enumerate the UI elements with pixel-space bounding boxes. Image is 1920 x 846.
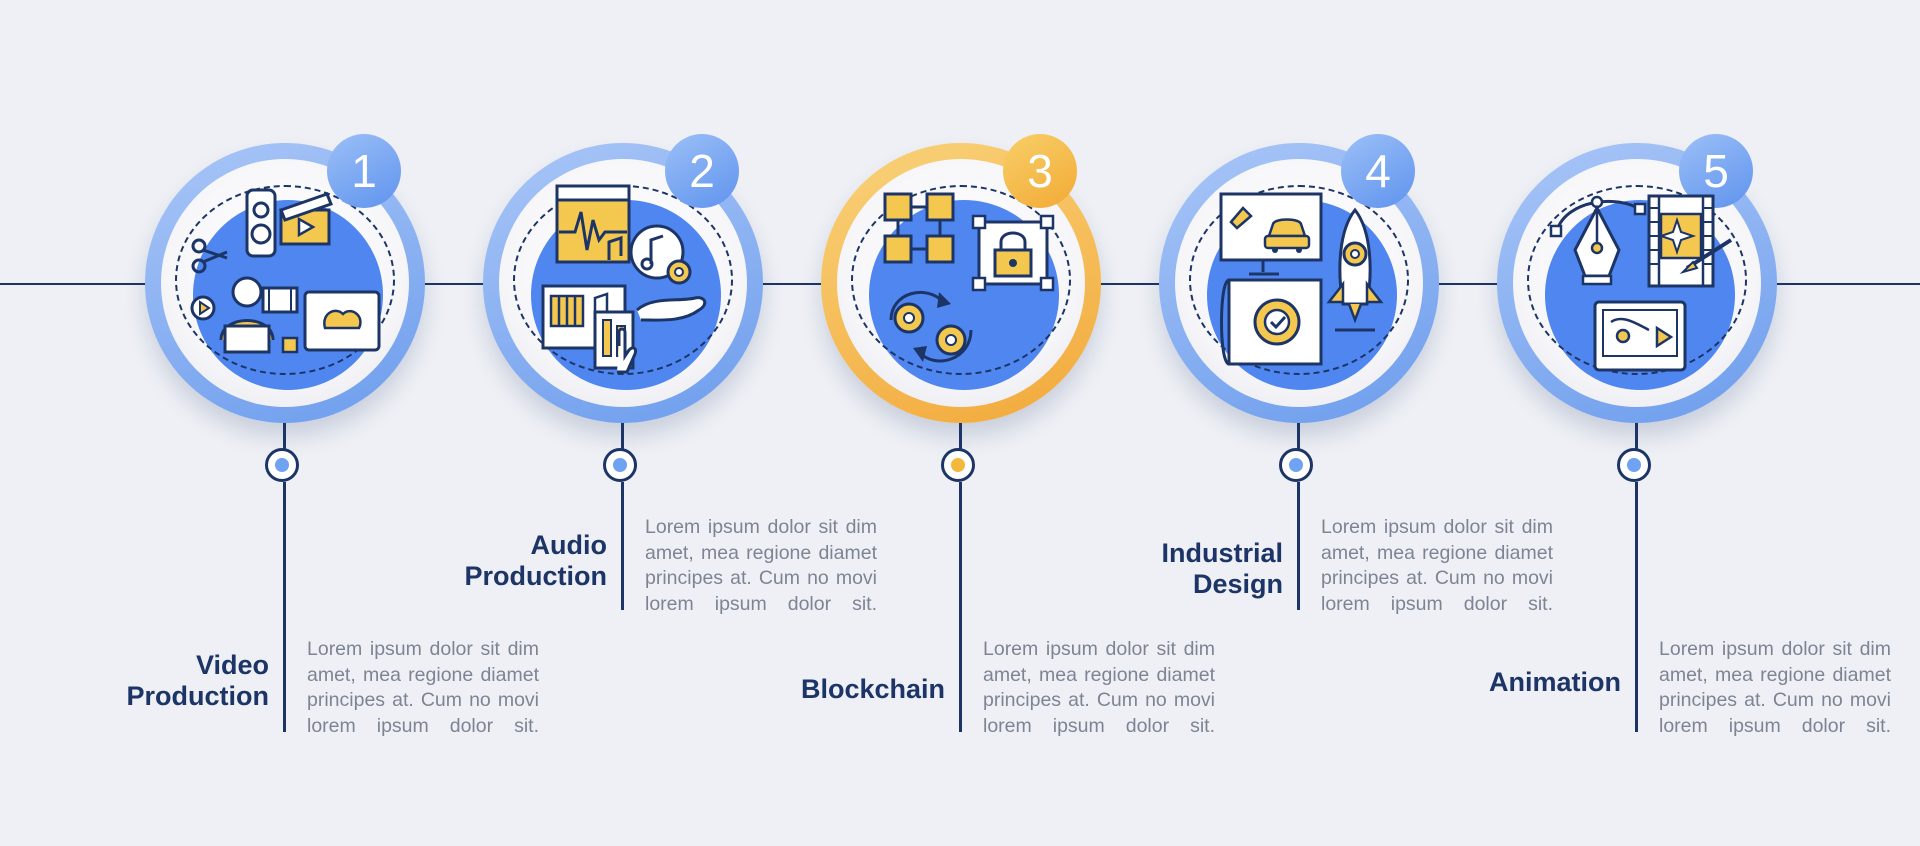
step-3-dashed-ring	[851, 185, 1071, 375]
step-2-number-badge: 2	[665, 134, 739, 208]
step-4-dashed-ring	[1189, 185, 1409, 375]
audio-production-icon	[541, 184, 707, 374]
step-5-connector-lower	[1635, 482, 1638, 732]
step-2-description: Lorem ipsum dolor sit dim amet, mea regi…	[645, 516, 877, 615]
step-4-description: Lorem ipsum dolor sit dim amet, mea regi…	[1321, 516, 1553, 615]
step-3-description: Lorem ipsum dolor sit dim amet, mea regi…	[983, 638, 1215, 737]
animation-icon	[1549, 194, 1733, 372]
step-5-dashed-ring	[1527, 185, 1747, 375]
video-production-icon	[190, 188, 381, 354]
step-4-connector-lower	[1297, 482, 1300, 610]
step-5-marker	[1617, 448, 1651, 482]
step-3: 3 Blockchain	[801, 0, 1215, 846]
step-2-marker	[603, 448, 637, 482]
step-1-number-badge: 1	[327, 134, 401, 208]
industrial-design-icon	[1219, 192, 1384, 366]
blockchain-icon	[883, 192, 1055, 363]
step-3-title: Blockchain	[800, 674, 945, 704]
step-4-marker	[1279, 448, 1313, 482]
step-1-marker	[265, 448, 299, 482]
step-5-description: Lorem ipsum dolor sit dim amet, mea regi…	[1659, 638, 1891, 737]
step-5: 5 Animation Lor	[1487, 0, 1891, 846]
step-3-number-badge: 3	[1003, 134, 1077, 208]
step-1-dashed-ring	[175, 185, 395, 375]
step-1-connector-lower	[283, 482, 286, 732]
step-2-connector-lower	[621, 482, 624, 610]
step-4-number-badge: 4	[1341, 134, 1415, 208]
step-3-marker	[941, 448, 975, 482]
step-5-title: Animation	[1489, 667, 1621, 697]
step-1-description: Lorem ipsum dolor sit dim amet, mea regi…	[307, 638, 539, 737]
step-3-connector-lower	[959, 482, 962, 732]
